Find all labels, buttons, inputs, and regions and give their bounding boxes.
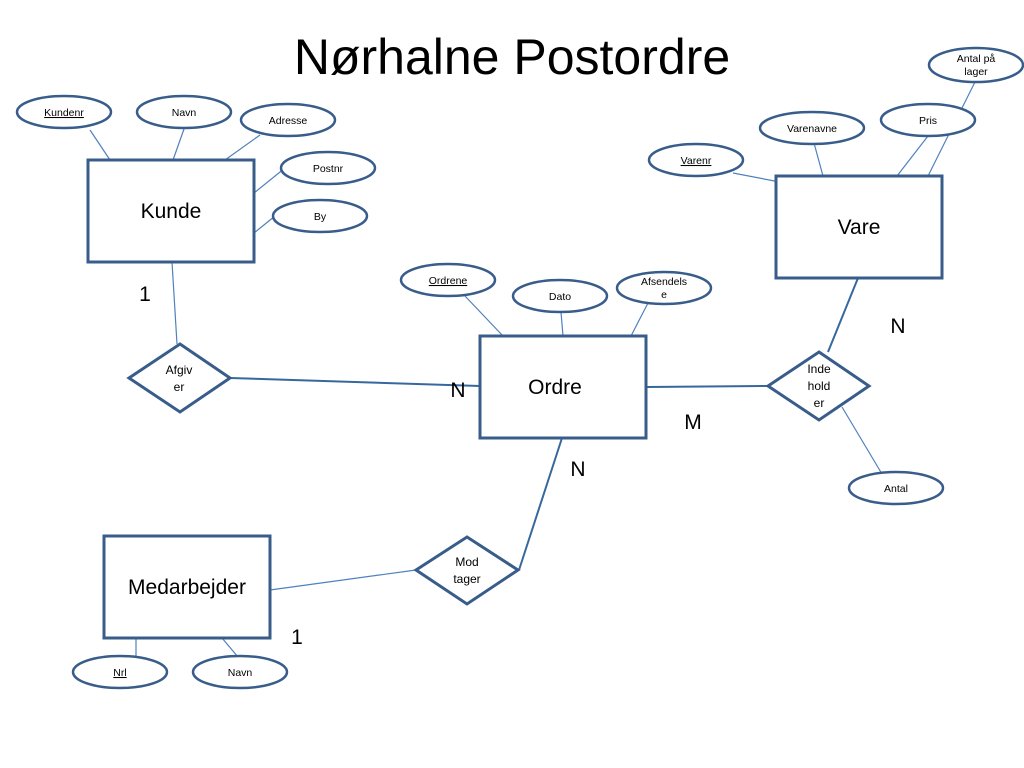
connector-afsendelse: [630, 302, 649, 337]
relationship-afgiver-line-2: er: [174, 380, 185, 394]
attribute-varenr-label: Varenr: [681, 155, 712, 167]
attribute-ordrene-label: Ordrene: [429, 275, 468, 287]
entity-ordre-label: Ordre: [528, 376, 582, 399]
entity-medarbejder: Medarbejder: [102, 534, 272, 640]
attribute-pris-label: Pris: [919, 115, 937, 127]
entity-ordre: Ordre: [478, 334, 648, 440]
attribute-varenr: Varenr: [647, 142, 745, 178]
connector-adresse: [224, 134, 261, 161]
connector-varenavne: [813, 142, 824, 177]
cardinality-ordre-indeholder: M: [684, 411, 702, 434]
entity-kunde: Kunde: [86, 158, 256, 264]
cardinality-kunde-afgiver: 1: [139, 283, 151, 306]
attribute-antal-paa-lager-line-1: Antal på: [957, 53, 996, 65]
connector-kunde-afgiver: [171, 261, 178, 345]
connector-ordre-modtager: [518, 437, 563, 571]
attribute-antal-paa-lager: Antal på lager: [927, 46, 1024, 84]
entity-kunde-label: Kunde: [141, 200, 202, 223]
relationship-indeholder: Inde hold er: [765, 350, 872, 422]
connectors: [89, 81, 976, 658]
attribute-kundenr-label: Kundenr: [44, 107, 84, 119]
attribute-pris: Pris: [879, 102, 977, 138]
attribute-nrl: Nrl: [71, 654, 169, 690]
cardinality-ordre-modtager: N: [570, 458, 585, 481]
attribute-by-label: By: [314, 211, 327, 223]
attribute-antal-label: Antal: [884, 483, 908, 495]
relationship-indeholder-line-2: hold: [808, 379, 831, 393]
attribute-adresse: Adresse: [239, 102, 337, 138]
attribute-varenavne-label: Varenavne: [787, 123, 837, 135]
connector-dato: [560, 311, 564, 337]
attribute-medarbejder-navn-label: Navn: [228, 667, 253, 679]
attribute-medarbejder-navn: Navn: [191, 654, 289, 690]
relationship-modtager: Mod tager: [413, 535, 521, 606]
cardinality-vare-indeholder: N: [890, 315, 905, 338]
relationship-afgiver-line-1: Afgiv: [166, 363, 193, 377]
attribute-afsendelse: Afsendels e: [615, 270, 713, 306]
connector-ordre-indeholder: [646, 385, 770, 388]
attribute-kunde-navn: Navn: [135, 94, 233, 130]
connector-indeholder-vare: [827, 277, 859, 353]
attribute-antal: Antal: [847, 470, 945, 506]
connector-by: [253, 215, 276, 234]
cardinality-ordre-afgiver: N: [450, 379, 465, 402]
attribute-kundenr: Kundenr: [15, 94, 113, 130]
attribute-ordrene: Ordrene: [399, 262, 497, 298]
relationship-indeholder-line-3: er: [814, 396, 825, 410]
attribute-by: By: [271, 198, 369, 234]
attribute-antal-paa-lager-line-2: lager: [964, 66, 988, 78]
connector-medarbejder-navn: [221, 637, 239, 658]
attribute-postnr: Postnr: [279, 150, 377, 186]
attribute-nrl-label: Nrl: [113, 667, 126, 679]
attribute-varenavne: Varenavne: [758, 110, 866, 146]
attribute-kunde-navn-label: Navn: [172, 107, 197, 119]
connector-afgiver-ordre: [229, 377, 481, 387]
relationship-modtager-line-1: Mod: [455, 555, 478, 569]
attribute-dato: Dato: [511, 278, 609, 314]
entity-vare-label: Vare: [838, 216, 881, 239]
diagram-title: Nørhalne Postordre: [293, 29, 731, 85]
connector-kunde-navn: [172, 128, 185, 161]
relationship-afgiver: Afgiv er: [126, 342, 233, 414]
connector-antal: [841, 406, 883, 475]
entity-medarbejder-label: Medarbejder: [128, 576, 246, 599]
connector-pris: [896, 135, 929, 177]
connector-medarbejder-modtager: [269, 569, 417, 591]
attribute-afsendelse-line-2: e: [661, 289, 667, 301]
attribute-adresse-label: Adresse: [269, 115, 308, 127]
connector-kundenr: [89, 129, 111, 161]
connector-ordrene: [464, 295, 504, 337]
entity-vare: Vare: [774, 174, 944, 280]
cardinality-medarbejder-modtager: 1: [291, 626, 303, 649]
attribute-dato-label: Dato: [549, 291, 571, 303]
attribute-afsendelse-line-1: Afsendels: [641, 276, 687, 288]
attribute-postnr-label: Postnr: [313, 163, 344, 175]
connector-postnr: [253, 167, 286, 194]
relationship-modtager-line-2: tager: [453, 572, 480, 586]
relationship-indeholder-line-1: Inde: [807, 362, 831, 376]
